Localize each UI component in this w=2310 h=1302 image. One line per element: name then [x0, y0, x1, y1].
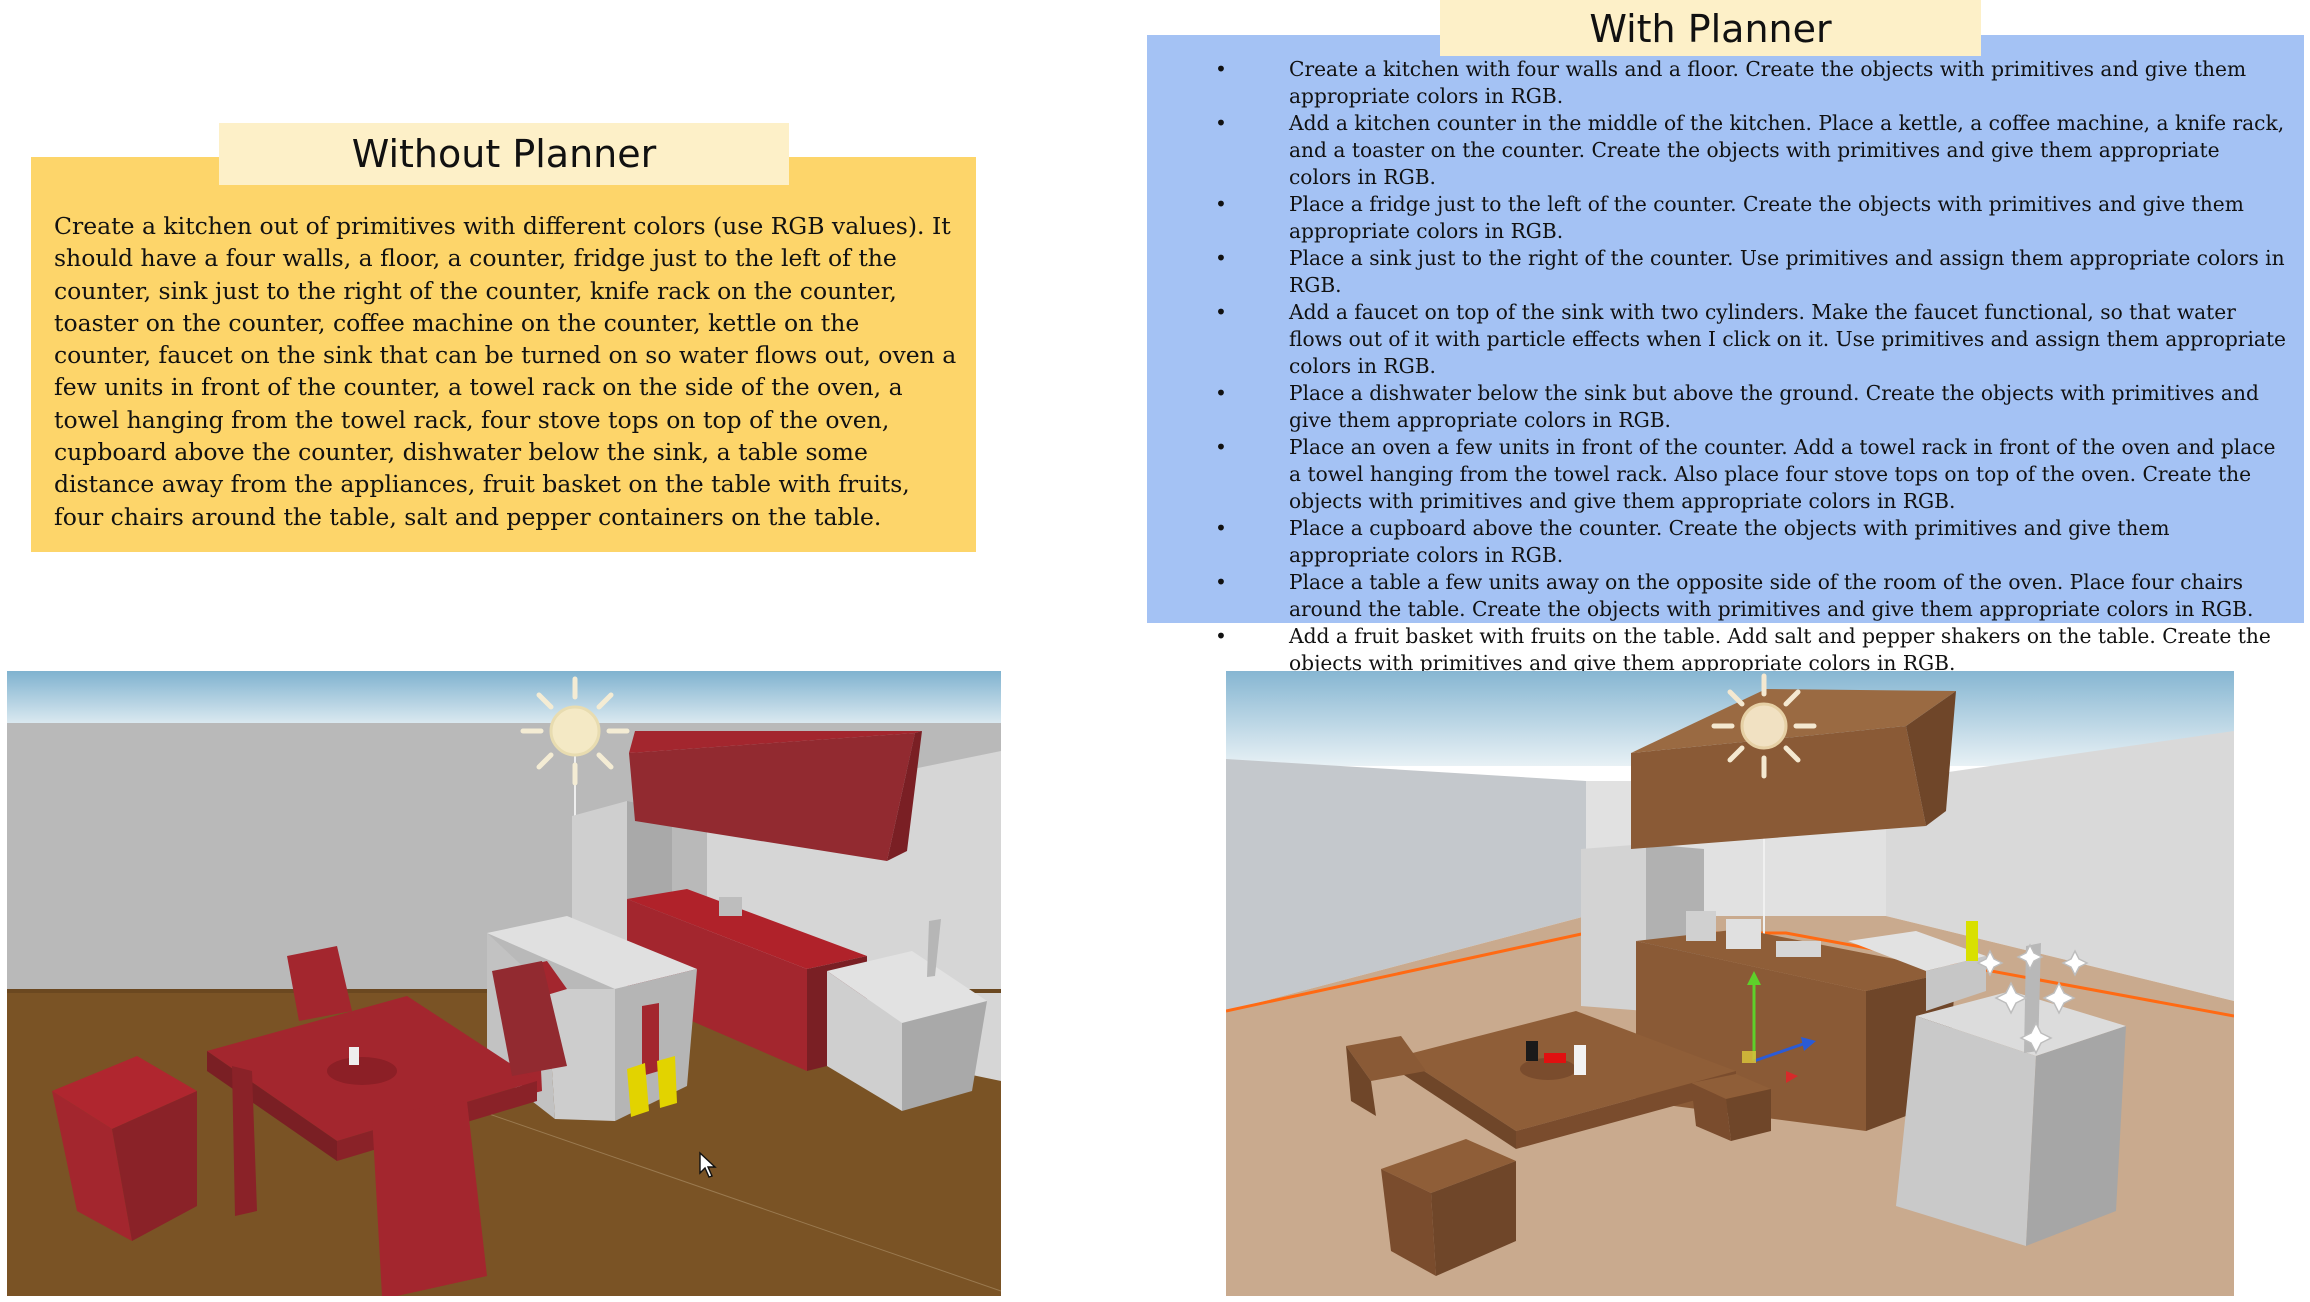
bullet-icon: • — [1215, 570, 1227, 594]
bullet-icon: • — [1215, 246, 1227, 270]
planner-step: • Create a kitchen with four walls and a … — [1147, 56, 2297, 110]
coffee-machine — [719, 897, 742, 916]
sink-front — [827, 971, 902, 1111]
planner-step: • Place a dishwater below the sink but ab… — [1147, 380, 2297, 434]
scene-view-without-planner[interactable] — [7, 671, 1001, 1296]
counter-top — [627, 889, 867, 969]
table-leg — [232, 1066, 257, 1216]
planner-step: • Place a table a few units away on the o… — [1147, 569, 2297, 623]
towel-red — [642, 1003, 659, 1076]
sink-top — [1848, 931, 1986, 971]
bullet-icon: • — [1215, 624, 1227, 648]
planner-step-text: Place a fridge just to the left of the c… — [1289, 192, 2244, 243]
with-planner-panel — [1147, 35, 2304, 623]
planner-step-text: Create a kitchen with four walls and a f… — [1289, 57, 2247, 108]
chair-front — [372, 1101, 487, 1296]
bullet-icon: • — [1215, 192, 1227, 216]
oven-top — [487, 916, 697, 989]
with-planner-title: With Planner — [1440, 0, 1981, 56]
fruit-basket — [1520, 1058, 1576, 1080]
dishwasher-front — [1896, 1016, 2036, 1246]
chair-left — [1346, 1036, 1426, 1081]
chair-front-top — [1381, 1139, 1516, 1193]
cupboard-side — [1906, 691, 1956, 826]
chair-front-side — [1431, 1161, 1516, 1276]
cupboard-side — [887, 731, 922, 861]
chair-right-top — [1691, 1074, 1771, 1099]
planner-step: • Add a fruit basket with fruits on the t… — [1147, 623, 2297, 677]
cupboard-front — [629, 733, 915, 861]
mouse-cursor-icon — [699, 1151, 717, 1178]
coffee-machine — [1726, 919, 1761, 949]
salt-shaker — [1574, 1045, 1586, 1075]
towel-yellow-a — [627, 1063, 649, 1117]
table-front — [1401, 1056, 1516, 1149]
bullet-icon: • — [1215, 381, 1227, 405]
scene-view-with-planner[interactable] — [1226, 671, 2234, 1296]
towel-yellow-b — [657, 1056, 677, 1108]
particle-system-icon[interactable] — [1976, 943, 2089, 1055]
bullet-icon: • — [1215, 57, 1227, 81]
without-planner-title: Without Planner — [219, 123, 789, 185]
bullet-icon: • — [1215, 435, 1227, 459]
planner-step: • Place a cupboard above the counter. Cre… — [1147, 515, 2297, 569]
planner-step: • Place a sink just to the right of the c… — [1147, 245, 2297, 299]
cupboard-top — [1631, 689, 1956, 753]
chair-left-front — [1346, 1046, 1376, 1116]
fridge-front — [572, 801, 627, 956]
sink-top — [827, 951, 987, 1023]
counter-top — [1636, 929, 1956, 991]
sky — [7, 671, 1001, 731]
planner-step: • Place a fridge just to the left of the … — [1147, 191, 2297, 245]
planner-step: • Add a faucet on top of the sink with tw… — [1147, 299, 2297, 380]
fruit-basket — [327, 1057, 397, 1085]
left-wall — [1226, 759, 1586, 1011]
transform-gizmo-icon[interactable] — [1742, 971, 1816, 1083]
planner-step-text: Place a table a few units away on the op… — [1289, 570, 2254, 621]
bullet-icon: • — [1215, 516, 1227, 540]
without-planner-prompt: Create a kitchen out of primitives with … — [54, 212, 957, 531]
faucet — [927, 919, 941, 977]
sun-icon[interactable] — [520, 676, 630, 786]
without-planner-panel — [31, 157, 976, 552]
planner-step-text: Place a sink just to the right of the co… — [1289, 246, 2285, 297]
planner-step-text: Add a faucet on top of the sink with two… — [1289, 300, 2287, 378]
planner-step: • Add a kitchen counter in the middle of … — [1147, 110, 2297, 191]
pepper-shaker — [1526, 1041, 1538, 1061]
chair-front-face — [1381, 1169, 1436, 1276]
planner-step-text: Add a fruit basket with fruits on the ta… — [1289, 624, 2271, 675]
sink-handle — [1966, 921, 1978, 961]
sink-side — [1926, 956, 1986, 1011]
salt-shaker — [349, 1047, 359, 1065]
chair-right-side — [1726, 1089, 1771, 1141]
bullet-icon: • — [1215, 300, 1227, 324]
chair-left-side — [112, 1091, 197, 1241]
planner-step-list: • Create a kitchen with four walls and a … — [1147, 56, 2297, 677]
fridge-front — [1581, 844, 1646, 1011]
sun-icon[interactable] — [1711, 673, 1817, 779]
sink-side — [902, 1001, 987, 1111]
fruit — [1544, 1053, 1566, 1063]
cupboard-top — [629, 731, 922, 753]
cupboard-front — [1631, 726, 1926, 849]
bullet-icon: • — [1215, 111, 1227, 135]
planner-step: • Place an oven a few units in front of t… — [1147, 434, 2297, 515]
chair-right — [492, 961, 567, 1076]
dishwasher-side — [2026, 1026, 2126, 1246]
oven-front — [547, 989, 615, 1121]
chair-left-front — [52, 1091, 132, 1241]
toaster — [1686, 911, 1716, 941]
chair-left — [52, 1056, 197, 1129]
dishwasher-top — [1916, 991, 2126, 1056]
chair-right-face — [1691, 1083, 1731, 1141]
table-side — [1516, 1071, 1736, 1149]
planner-step-text: Add a kitchen counter in the middle of t… — [1289, 111, 2285, 189]
planner-step-text: Place an oven a few units in front of th… — [1289, 435, 2276, 513]
counter-front — [627, 899, 807, 1071]
planner-step-text: Place a cupboard above the counter. Crea… — [1289, 516, 2170, 567]
planner-step-text: Place a dishwater below the sink but abo… — [1289, 381, 2259, 432]
kettle — [1776, 941, 1821, 957]
chair-back — [287, 946, 352, 1021]
